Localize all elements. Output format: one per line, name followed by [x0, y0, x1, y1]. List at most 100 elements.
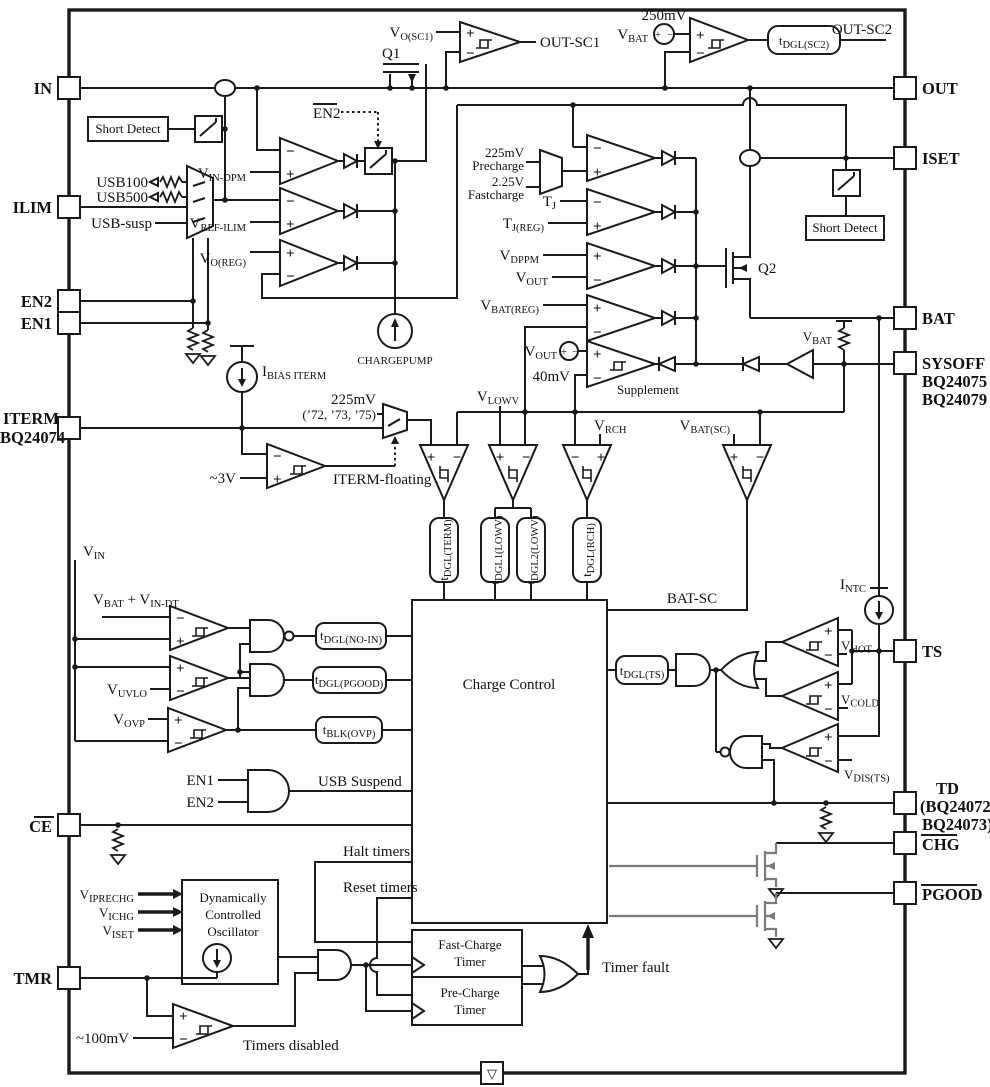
short-detect-block — [805, 215, 885, 241]
comparator-charge-mode: − + — [586, 133, 659, 183]
label-225mv-precharge: 225mV — [485, 145, 525, 160]
label-vbat-sc: VBAT(SC) — [679, 418, 730, 436]
minus-sign: − — [286, 144, 295, 160]
pin-en2 — [57, 289, 81, 313]
plus-sign: + — [286, 217, 295, 233]
plus-sign: + — [466, 26, 475, 42]
label-en2-gate: EN2 — [187, 795, 215, 811]
label-tdgl-sc2: tDGL(SC2) — [779, 33, 830, 51]
pin-td — [893, 791, 917, 815]
label-vbat-reg: VBAT(REG) — [480, 298, 539, 316]
short-detect-label: Short Detect — [812, 220, 878, 235]
comparator-no-in: − + — [169, 604, 231, 652]
label-vcold: VCOLD — [841, 692, 879, 710]
en2-ground-icon — [185, 353, 201, 364]
td-pulldown-resistor-icon — [820, 806, 832, 830]
label-vout-supplement: VOUT — [525, 344, 558, 362]
and-gate-pgood — [249, 663, 313, 697]
minus-sign: − — [466, 46, 475, 62]
plus-sign: + — [593, 219, 602, 235]
charge-ref-mux — [539, 148, 563, 196]
pin-in — [57, 76, 81, 100]
pin-sysoff-variant1: BQ24075 — [922, 372, 987, 391]
comparator-supplement: + − — [586, 339, 659, 389]
current-sense-icon — [739, 149, 761, 167]
plus-sign: + — [824, 678, 833, 694]
comparator-lowv: + − — [487, 444, 539, 503]
plus-sign: + — [179, 1009, 188, 1025]
pin-ilim — [57, 195, 81, 219]
diode-icon — [338, 254, 395, 272]
arrowhead-icon — [875, 612, 883, 620]
plus-sign: + — [427, 450, 436, 466]
comparator-ovp: + − — [167, 706, 229, 754]
top-wires — [80, 87, 894, 445]
pin-td-variant1: (BQ24072, — [920, 797, 990, 816]
pgood-open-drain-fet — [609, 893, 785, 950]
plus-sign: + — [496, 450, 505, 466]
label-vbat-vin-dt: VBAT + VIN-DT — [93, 592, 179, 610]
usb500-label: USB500 — [96, 190, 148, 206]
diode-icon — [338, 152, 365, 170]
input-section: Short Detect USB100 USB500 USB-susp — [80, 79, 280, 366]
short-detect-label: Short Detect — [95, 121, 161, 136]
pin-en1 — [57, 311, 81, 335]
pin-ts — [893, 639, 917, 663]
arrowhead-icon — [213, 960, 221, 968]
pre-charge-timer-label-2: Timer — [454, 1002, 486, 1017]
ground-icon — [767, 937, 785, 950]
minus-sign: − — [176, 684, 185, 700]
minus-sign: − — [273, 449, 282, 465]
label-vovp: VOVP — [113, 712, 145, 730]
comparator-dis-ts: + − — [779, 722, 839, 774]
pin-pgood — [893, 881, 917, 905]
label-precharge: Precharge — [472, 158, 524, 173]
comparator-tj: − + — [586, 187, 659, 237]
plus-sign: + — [824, 730, 833, 746]
label-en2-ctl: EN2 — [313, 106, 341, 122]
comparator-out-sc2: 250mV VBAT + − + − tDGL(SC2) OUT-SC2 — [617, 8, 892, 88]
minus-sign: − — [286, 269, 295, 285]
pin-chg-label: CHG — [922, 835, 960, 854]
ce-ground-icon — [110, 854, 126, 865]
label-supplement: Supplement — [617, 382, 679, 397]
dpm-comparators: − + VIN-DPM − + VREF-ILIM + − VO(REG) EN… — [190, 64, 433, 367]
iterm-section: IBIAS ITERM − + ~3V ITERM-floating 225mV… — [80, 345, 432, 490]
oscillator-label-1: Dynamically — [199, 890, 267, 905]
ce-pulldown-resistor-icon — [112, 828, 124, 852]
switch-icon — [832, 169, 861, 197]
current-sense-icon — [214, 79, 236, 97]
minus-sign: − — [179, 1032, 188, 1048]
clock-input-icon — [411, 1001, 426, 1021]
pre-charge-timer-block — [411, 976, 523, 1026]
diode-icon — [655, 203, 696, 221]
pin-chg — [893, 831, 917, 855]
buffer-icon — [784, 348, 814, 380]
charge-comparator-bank: − + 225mV Precharge 2.25V Fastcharge − +… — [468, 133, 726, 445]
switch-icon — [364, 147, 393, 175]
arrowhead-icon — [582, 924, 594, 938]
label-ibias-iterm: IBIAS ITERM — [262, 364, 327, 382]
q1-pmos: Q1 — [382, 46, 419, 88]
pin-td-label: TD — [936, 779, 959, 798]
label-tdgl-no-in: tDGL(NO-IN) — [320, 628, 382, 646]
pin-iterm-label: ITERM — [3, 409, 59, 428]
plus-sign: + — [174, 713, 183, 729]
usb500-arrow-icon — [147, 191, 159, 203]
minus-sign: − — [696, 46, 705, 62]
ts-section: INTC + − VHOT + − VCOLD + − VDIS(TS) tDG… — [607, 577, 894, 803]
label-vo-reg: VO(REG) — [200, 251, 247, 269]
pin-bat — [893, 306, 917, 330]
label-tj: TJ — [543, 194, 556, 212]
minus-sign: − — [824, 648, 833, 664]
usb500-resistor-icon — [159, 191, 183, 203]
td-ground-icon — [818, 832, 834, 843]
label-q1: Q1 — [382, 46, 400, 62]
label-tdgl-pgood: tDGL(PGOOD) — [315, 672, 384, 690]
pin-iterm-variant: BQ24074 — [0, 428, 65, 447]
q2-nmos: Q2 — [725, 166, 776, 318]
minus-sign: − — [593, 273, 602, 289]
usb100-arrow-icon — [147, 176, 159, 188]
label-timer-fault: Timer fault — [602, 960, 670, 976]
